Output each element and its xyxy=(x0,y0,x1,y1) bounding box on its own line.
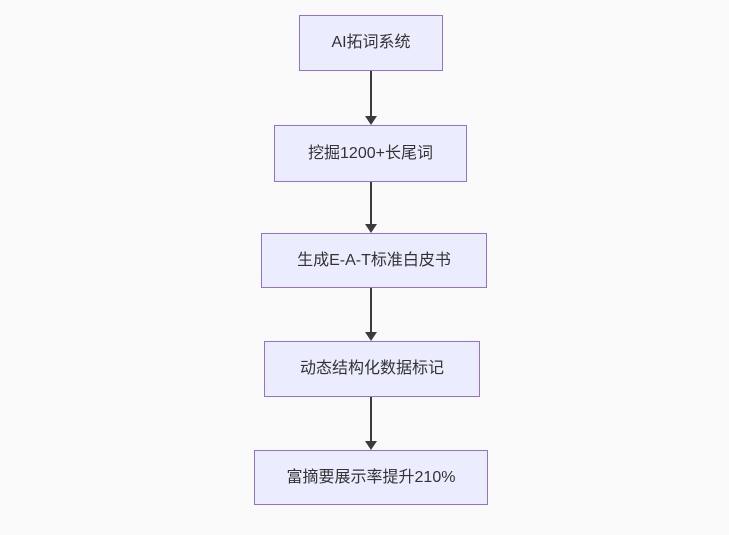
flow-node-label: 富摘要展示率提升210% xyxy=(286,468,456,486)
flow-node-longtail-keywords: 挖掘1200+长尾词 xyxy=(274,125,467,182)
flow-node-label: 生成E-A-T标准白皮书 xyxy=(297,251,451,269)
flow-edge-2 xyxy=(365,182,377,233)
flow-node-label: 动态结构化数据标记 xyxy=(299,360,444,378)
flow-node-ai-word-expansion-system: AI拓词系统 xyxy=(299,15,443,71)
flow-node-rich-snippet-rate: 富摘要展示率提升210% xyxy=(254,450,488,505)
flow-node-eat-whitepaper: 生成E-A-T标准白皮书 xyxy=(261,233,487,288)
arrowhead-down-icon xyxy=(365,332,377,341)
arrow-line xyxy=(370,182,372,224)
flow-edge-1 xyxy=(365,71,377,125)
flow-node-label: 挖掘1200+长尾词 xyxy=(308,144,433,162)
arrowhead-down-icon xyxy=(365,116,377,125)
arrowhead-down-icon xyxy=(365,224,377,233)
flow-node-label: AI拓词系统 xyxy=(331,34,411,52)
arrow-line xyxy=(370,288,372,332)
arrow-line xyxy=(370,71,372,116)
flow-node-structured-data-markup: 动态结构化数据标记 xyxy=(264,341,480,397)
arrow-line xyxy=(370,397,372,441)
flow-edge-4 xyxy=(365,397,377,450)
arrowhead-down-icon xyxy=(365,441,377,450)
flow-edge-3 xyxy=(365,288,377,341)
